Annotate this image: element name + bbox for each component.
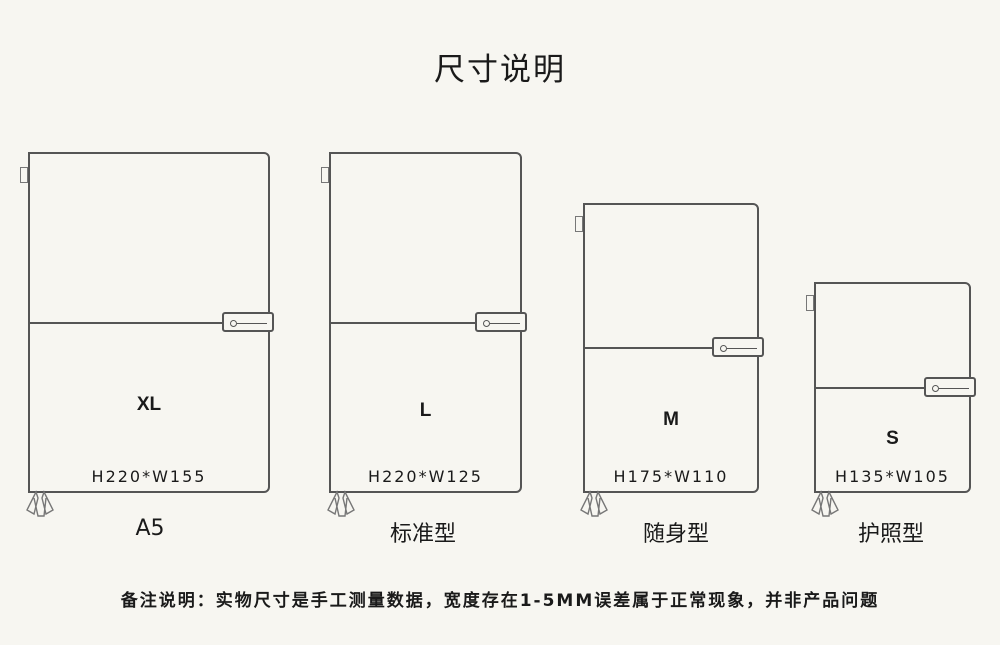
size-code: XL <box>136 394 162 415</box>
notebook-l: L H220*W125 <box>329 152 527 493</box>
clasp-icon <box>924 377 976 397</box>
bookmark-tab <box>321 167 329 183</box>
bookmark-tab <box>20 167 28 183</box>
clasp-icon <box>712 337 764 357</box>
notebook-xl: XL H220*W155 <box>28 152 274 493</box>
clasp-icon <box>475 312 527 332</box>
elastic-band <box>331 322 520 324</box>
elastic-band <box>816 387 969 389</box>
size-code: M <box>663 409 679 430</box>
notebook-s: S H135*W105 <box>814 282 976 493</box>
notebook-m: M H175*W110 <box>583 203 764 493</box>
size-code: L <box>419 400 432 421</box>
elastic-band <box>585 347 757 349</box>
notebook-label: A5 <box>135 516 165 541</box>
notebook-label: 随身型 <box>642 522 709 547</box>
size-code: S <box>886 428 899 449</box>
tassel-icon <box>26 490 54 517</box>
size-dimensions: H220*W155 <box>91 467 207 486</box>
notebook-label: 标准型 <box>389 522 456 547</box>
elastic-band <box>30 322 268 324</box>
notebook-label: 护照型 <box>857 522 924 547</box>
tassel-icon <box>811 490 839 517</box>
bookmark-tab <box>806 295 814 311</box>
tassel-icon <box>580 490 608 517</box>
footnote: 备注说明：实物尺寸是手工测量数据，宽度存在1-5MM误差属于正常现象，并非产品问… <box>120 591 880 611</box>
size-dimensions: H175*W110 <box>613 467 729 486</box>
size-dimensions: H220*W125 <box>368 467 483 486</box>
tassel-icon <box>327 490 355 517</box>
bookmark-tab <box>575 216 583 232</box>
clasp-icon <box>222 312 274 332</box>
size-dimensions: H135*W105 <box>835 467 950 486</box>
page-title: 尺寸说明 <box>434 52 566 88</box>
